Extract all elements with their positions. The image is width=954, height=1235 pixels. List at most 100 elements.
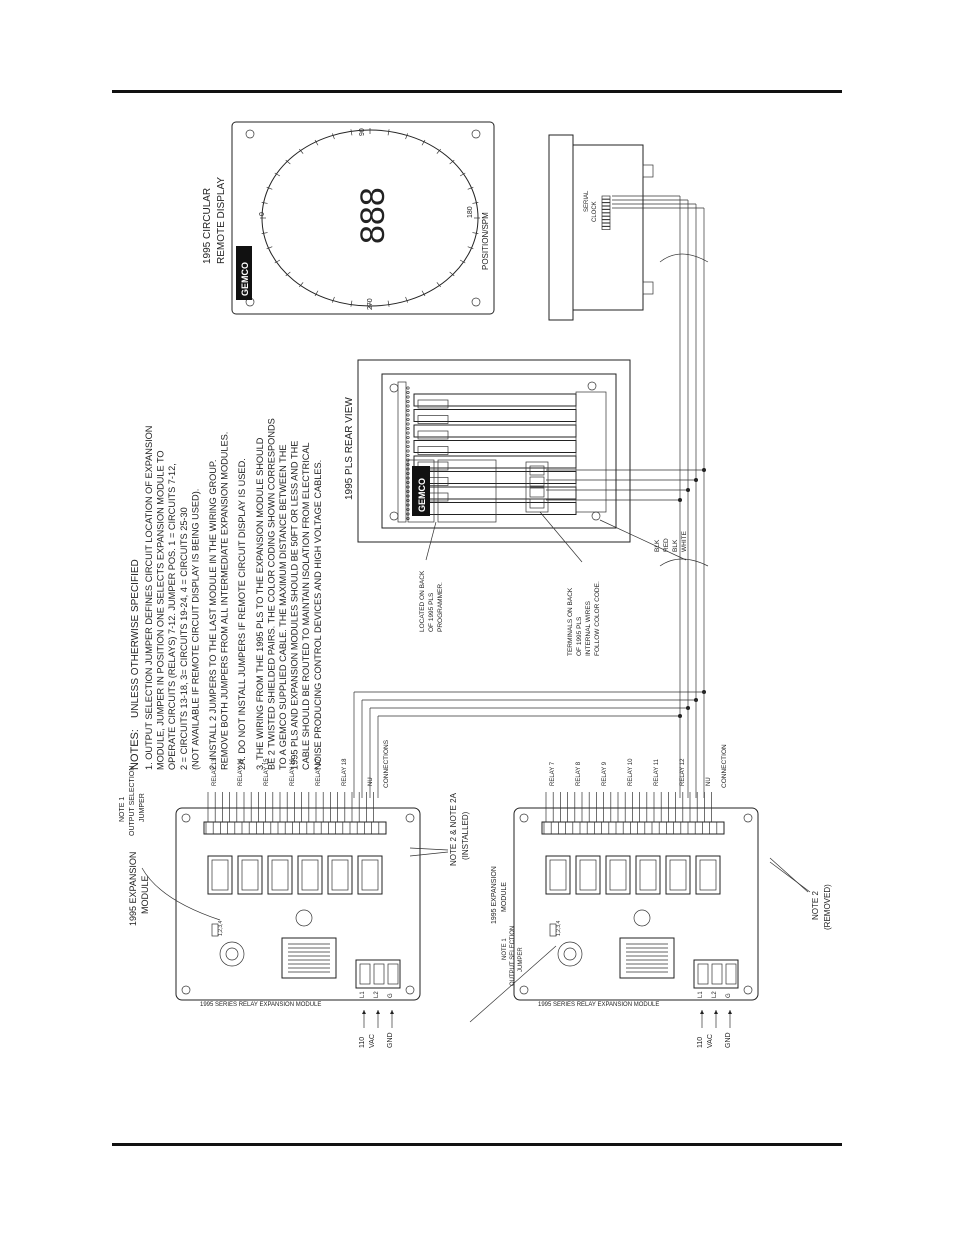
header-rule <box>112 90 842 93</box>
notes-heading: NOTES: <box>129 729 141 770</box>
callout-term-line: OF 1995 PLS <box>576 616 583 656</box>
pls-terminal <box>406 386 410 390</box>
relay-block <box>327 855 353 895</box>
module-top-title-1: 1995 EXPANSION <box>128 852 138 926</box>
mount-hole <box>181 985 191 995</box>
module-top-note1-2: OUTPUT SELECTION <box>129 766 136 836</box>
callout-term-line: INTERNAL WIRES <box>585 600 592 656</box>
pls-wire-terminal <box>529 465 545 476</box>
relay-block <box>267 855 293 895</box>
note-line: REMOVE BOTH JUMPERS FROM ALL INTERMEDIAT… <box>220 432 230 770</box>
relay-label: RELAY 14 <box>238 758 244 786</box>
scale-0-label: 0 <box>259 212 266 216</box>
pls-terminal <box>406 426 410 431</box>
power-terminal <box>711 963 723 985</box>
scale-tick <box>314 290 319 297</box>
pls-terminal <box>406 408 410 413</box>
scale-tick <box>285 271 291 277</box>
connections-label: CONNECTION <box>721 744 728 788</box>
pls-wire-terminal <box>529 498 545 509</box>
nu-label: NU <box>368 777 374 786</box>
pls-terminal <box>406 444 410 449</box>
relay-label: RELAY 8 <box>576 761 582 786</box>
power-terminal <box>697 963 709 985</box>
remote-display-side-view: SERIAL CLOCK <box>548 134 654 321</box>
scale-tick <box>261 232 268 234</box>
module-top-note2-1: NOTE 2 & NOTE 2A <box>449 792 458 866</box>
scale-tick <box>459 259 466 264</box>
scale-tick <box>472 232 479 234</box>
pls-wire-terminal <box>529 487 545 498</box>
vac-label: VAC <box>707 1034 714 1048</box>
power-l1-label: L1 <box>360 991 366 998</box>
note-line: 2. INSTALL 2 JUMPERS TO THE LAST MODULE … <box>208 460 218 770</box>
fuse-holder <box>633 909 651 927</box>
display-terminal <box>601 199 611 203</box>
power-terminal-block <box>693 959 739 989</box>
display-digits: 888 <box>354 187 392 244</box>
module-bot-note2-1: NOTE 2 <box>811 891 820 920</box>
scale-270-label: 270 <box>367 298 374 310</box>
display-terminal <box>601 195 611 200</box>
gemco-logo-pls <box>412 466 430 516</box>
power-l2-label: L2 <box>374 991 380 998</box>
relay-window <box>549 859 567 891</box>
power-g-label: G <box>726 993 732 998</box>
relay-block <box>605 855 631 895</box>
relay-window <box>271 859 289 891</box>
relay-label: RELAY 16 <box>290 758 296 786</box>
pls-terminal <box>406 449 410 453</box>
mount-hole <box>519 985 529 995</box>
mount-hole <box>743 985 753 995</box>
scale-tick <box>261 202 268 204</box>
notes-heading-suffix: UNLESS OTHERWISE SPECIFIED <box>130 559 141 718</box>
scale-tick <box>299 148 304 154</box>
toroid <box>557 941 583 967</box>
relay-window <box>361 859 379 891</box>
wire-color-label: BLK <box>654 539 661 552</box>
terminal-strip <box>203 821 387 835</box>
module-bot-note1-3: JUMPER <box>518 947 524 972</box>
mount-hole <box>743 813 753 823</box>
scale-90-label: 90 <box>359 128 366 136</box>
scale-tick <box>436 282 441 288</box>
relay-window <box>699 859 717 891</box>
scale-tick <box>449 159 455 165</box>
wire-junction <box>694 478 698 482</box>
scale-tick <box>436 148 441 154</box>
cable-twist <box>659 253 709 263</box>
power-terminal <box>373 963 385 985</box>
scale-tick <box>387 129 390 136</box>
vac-110-label: 110 <box>697 1037 704 1048</box>
note-line: BE 2 TWISTED SHIELDED PAIRS. THE COLOR C… <box>266 418 276 770</box>
relay-label: RELAY 13 <box>212 758 218 786</box>
note-line: MODULE, JUMPER IN POSITION ONE SELECTS E… <box>156 450 166 770</box>
power-arrow <box>362 1010 366 1014</box>
module-series-label: 1995 SERIES RELAY EXPANSION MODULE <box>200 1002 321 1008</box>
pls-terminal <box>406 417 410 422</box>
scale-tick <box>266 186 273 190</box>
power-g-label: G <box>388 993 394 998</box>
wire-junction <box>702 468 706 472</box>
toroid <box>219 941 245 967</box>
display-terminal <box>601 219 611 224</box>
display-terminal <box>601 205 611 210</box>
output-selection-jumper <box>211 923 219 937</box>
mount-hole <box>181 813 191 823</box>
relay-block <box>237 855 263 895</box>
relay-label: RELAY 18 <box>342 758 348 786</box>
module-bot-note1-1: NOTE 1 <box>502 938 508 960</box>
pls-terminal <box>406 404 410 408</box>
module-top-note1-1: NOTE 1 <box>119 797 126 822</box>
relay-block <box>695 855 721 895</box>
clock-label: CLOCK <box>592 201 598 222</box>
gnd-label: GND <box>725 1032 732 1048</box>
terminal-strip <box>541 821 725 835</box>
scale-tick <box>314 139 319 146</box>
wire-color-label: RED <box>663 538 670 552</box>
serial-label: SERIAL <box>584 190 590 212</box>
module-bot-title-2: MODULE <box>501 882 508 912</box>
